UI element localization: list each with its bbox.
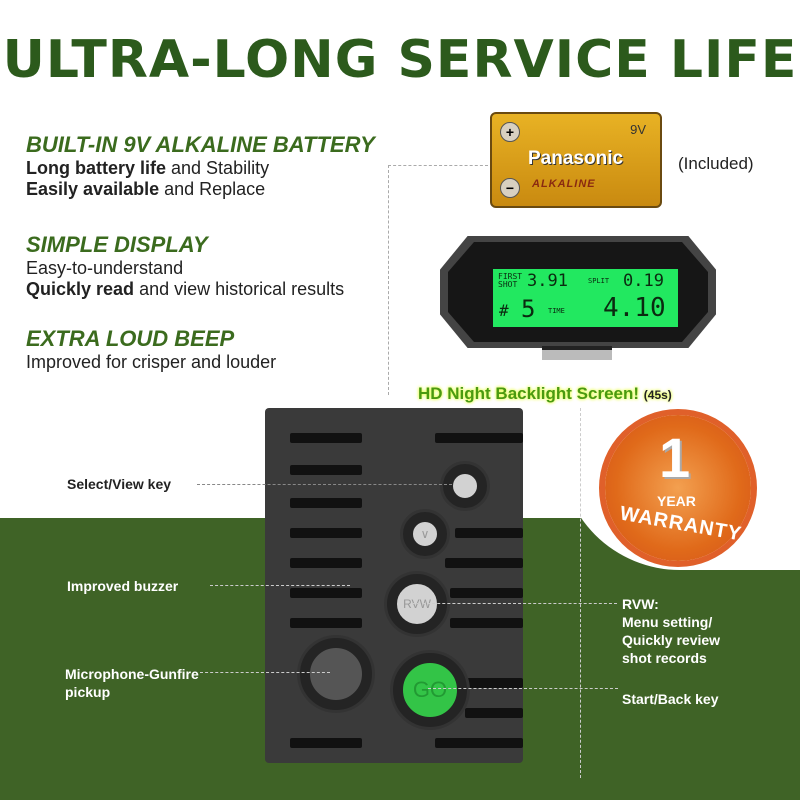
battery-brand: Panasonic	[528, 148, 624, 169]
lcd-screen: FIRST SHOT 3.91 SPLIT 0.19 # 5 TIME 4.10	[493, 269, 678, 327]
callout-select-view: Select/View key	[67, 476, 172, 492]
feature-heading: BUILT-IN 9V ALKALINE BATTERY	[26, 132, 375, 157]
plus-terminal-icon: +	[500, 122, 520, 142]
leader-line	[580, 408, 581, 778]
leader-line	[388, 165, 389, 395]
backlight-caption: HD Night Backlight Screen! (45s)	[418, 384, 672, 404]
included-note: (Included)	[678, 154, 754, 173]
feature-line: Improved for crisper and louder	[26, 352, 277, 372]
feature-line: and Stability	[166, 158, 270, 178]
leader-line	[428, 688, 618, 689]
feature-line-bold: Quickly read	[26, 279, 135, 299]
battery-image: + − 9V Panasonic ALKALINE	[490, 112, 662, 208]
leader-line	[412, 603, 617, 604]
split-label: SPLIT	[588, 277, 610, 285]
leader-line	[197, 484, 452, 485]
battery-type: ALKALINE	[532, 178, 596, 190]
warranty-unit: YEAR	[657, 493, 696, 509]
warranty-number: 1	[659, 426, 691, 489]
go-key[interactable]: GO	[393, 653, 467, 727]
down-key[interactable]: ∨	[403, 512, 447, 556]
first-shot-value: 3.91	[527, 271, 568, 291]
leader-line	[210, 585, 350, 586]
first-shot-label: FIRST SHOT	[498, 272, 523, 289]
split-value: 0.19	[623, 271, 664, 291]
feature-line: and view historical results	[134, 279, 345, 299]
warranty-label: WARRANTY	[618, 502, 744, 546]
leader-line	[388, 165, 488, 166]
leader-line	[200, 672, 330, 673]
select-view-key[interactable]	[443, 464, 487, 508]
callout-start-back: Start/Back key	[622, 691, 719, 707]
microphone-pickup	[300, 638, 372, 710]
time-value: 4.10	[603, 293, 666, 323]
minus-terminal-icon: −	[500, 178, 520, 198]
time-label: TIME	[548, 307, 565, 315]
feature-line-bold: Easily available	[26, 179, 160, 199]
count-label: #	[499, 301, 509, 320]
feature-heading: EXTRA LOUD BEEP	[26, 326, 235, 351]
feature-line-bold: Long battery life	[26, 158, 167, 178]
feature-display: SIMPLE DISPLAY Easy-to-understand Quickl…	[26, 232, 344, 300]
count-value: 5	[521, 295, 536, 323]
feature-beep: EXTRA LOUD BEEP Improved for crisper and…	[26, 326, 276, 373]
lcd-display: FIRST SHOT 3.91 SPLIT 0.19 # 5 TIME 4.10	[440, 236, 716, 348]
feature-line: and Replace	[159, 179, 266, 199]
battery-voltage: 9V	[630, 122, 646, 137]
page-title: ULTRA-LONG SERVICE LIFE	[2, 30, 798, 90]
feature-line: Easy-to-understand	[26, 258, 184, 278]
feature-heading: SIMPLE DISPLAY	[26, 232, 208, 257]
feature-battery: BUILT-IN 9V ALKALINE BATTERY Long batter…	[26, 132, 375, 200]
callout-buzzer: Improved buzzer	[67, 578, 179, 594]
display-clip	[542, 346, 612, 360]
backlight-duration: (45s)	[643, 388, 672, 402]
backlight-text: HD Night Backlight Screen!	[418, 384, 640, 403]
rvw-key[interactable]: RVW	[387, 574, 447, 634]
warranty-badge: 1 YEAR WARRANTY	[605, 415, 751, 561]
